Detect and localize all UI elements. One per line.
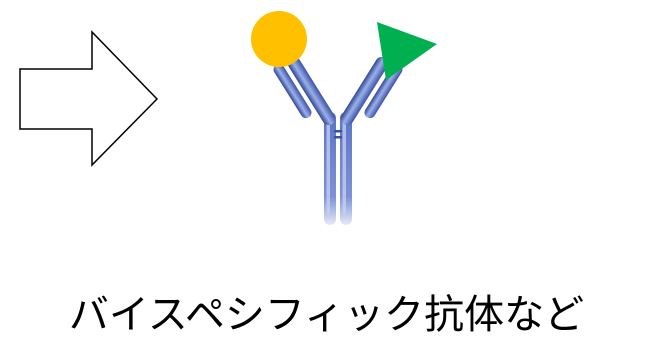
disulfide-bonds bbox=[334, 130, 342, 139]
antibody-stem-left bbox=[324, 112, 336, 225]
antibody-icon bbox=[273, 56, 403, 225]
antibody-arm-right-heavy bbox=[340, 56, 389, 126]
arrow-right-outline-icon bbox=[19, 30, 159, 167]
antibody-arm-left-light bbox=[273, 63, 312, 119]
antibody-stem-right bbox=[340, 112, 352, 225]
antibody-arm-left-heavy bbox=[287, 56, 336, 126]
triangle-binding-target-icon bbox=[377, 22, 437, 80]
diagram-caption: バイスペシフィック抗体など bbox=[68, 292, 585, 338]
antibody-arm-right-light bbox=[364, 63, 403, 119]
circle-binding-target-icon bbox=[251, 11, 307, 67]
